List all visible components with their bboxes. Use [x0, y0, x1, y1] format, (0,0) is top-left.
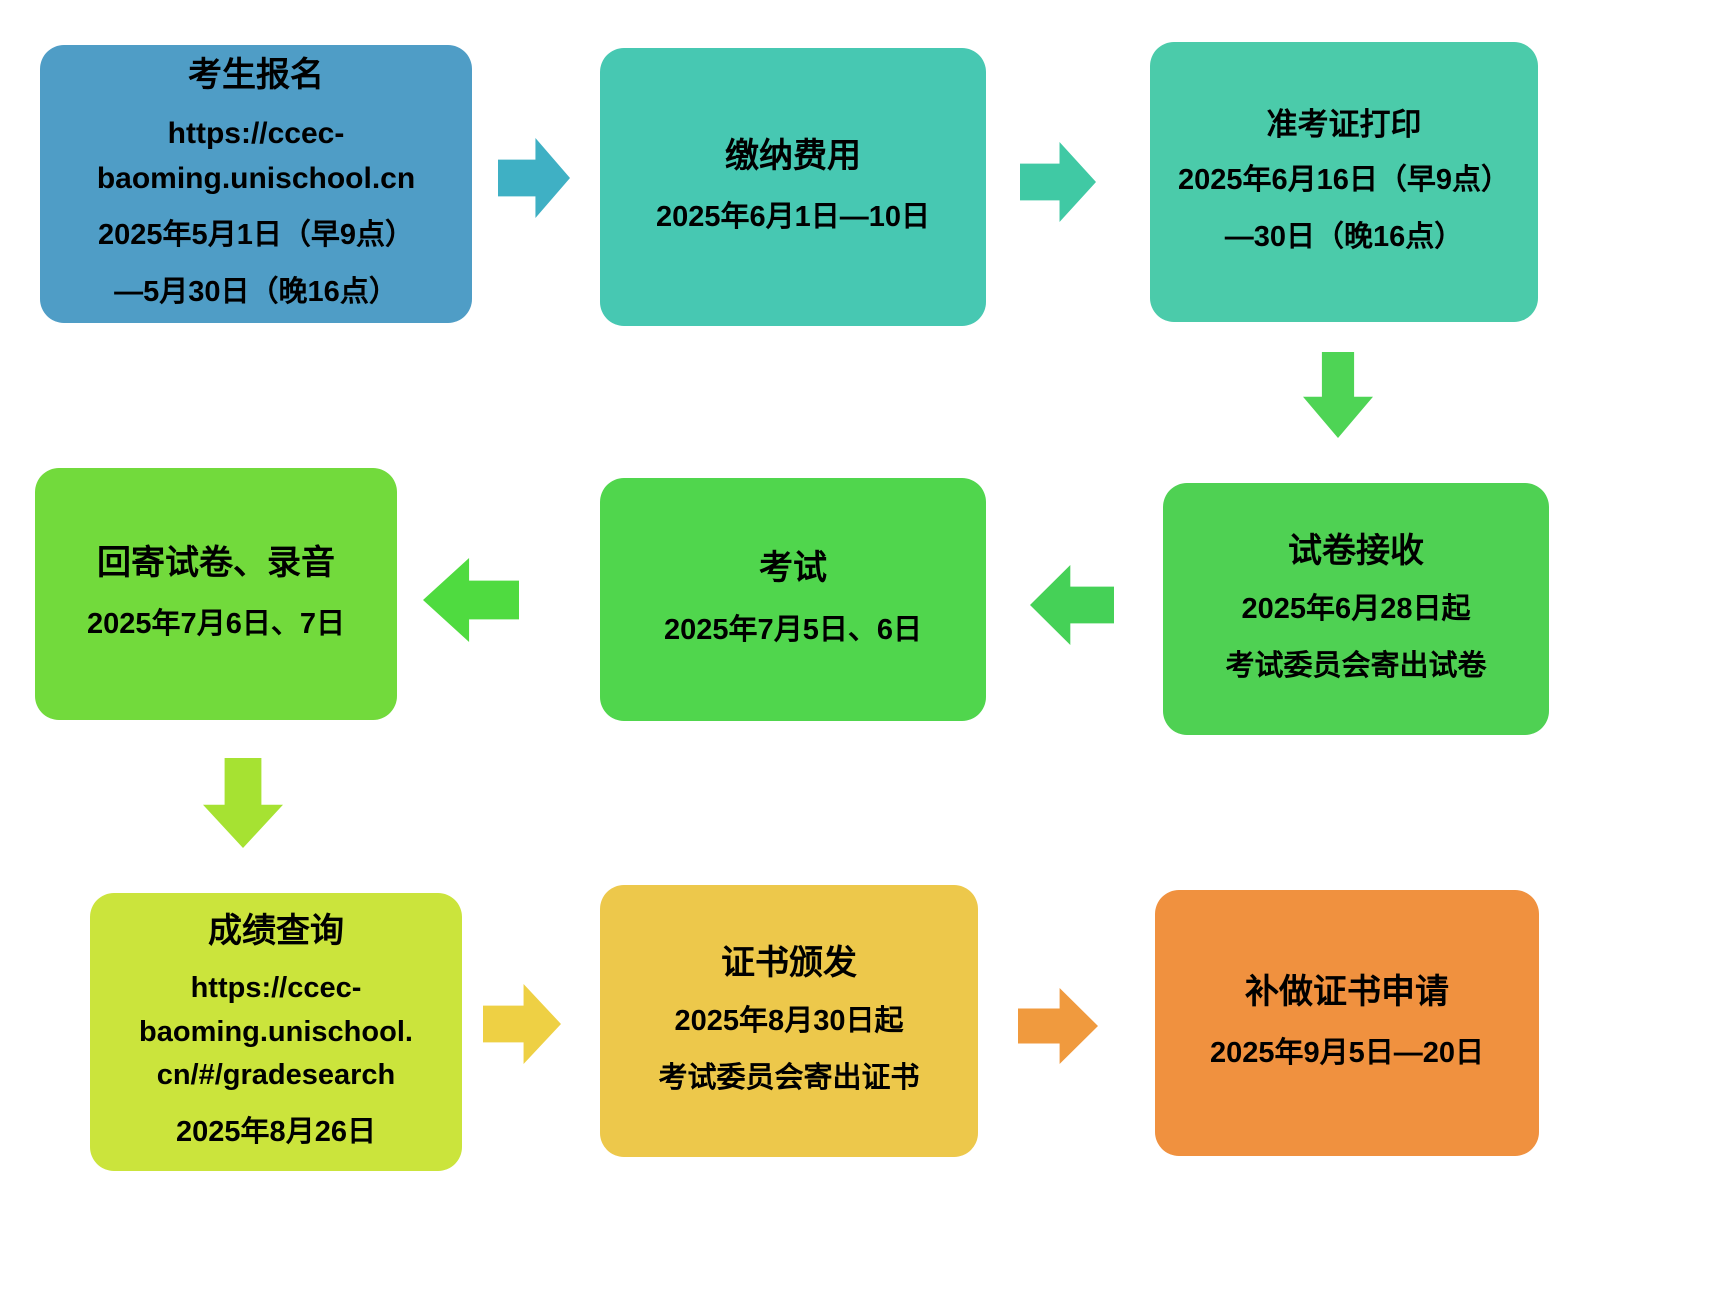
right-arrow-icon — [1018, 988, 1098, 1064]
url-line: baoming.unischool.cn — [96, 162, 416, 196]
date-line: 2025年8月30日起 — [674, 1005, 904, 1037]
down-arrow-icon — [203, 758, 283, 848]
date-line: 2025年7月5日、6日 — [664, 613, 922, 646]
url-line: baoming.unischool. — [139, 1015, 413, 1048]
date-line: —30日（晚16点） — [1224, 220, 1464, 253]
registration-url: https://ccec- baoming.unischool.cn — [97, 111, 415, 201]
box-title: 考试 — [759, 549, 827, 588]
date-line: 2025年5月1日（早9点） — [98, 219, 414, 252]
box-title: 准考证打印 — [1266, 107, 1422, 143]
left-arrow-icon — [1030, 565, 1114, 645]
grade-search-url: https://ccec- baoming.unischool. cn/#/gr… — [139, 967, 413, 1098]
down-arrow-icon — [1303, 352, 1373, 438]
flow-box-registration: 考生报名 https://ccec- baoming.unischool.cn … — [40, 45, 472, 323]
right-arrow-icon — [483, 984, 561, 1064]
date-line: 2025年7月6日、7日 — [87, 608, 345, 641]
flow-box-certificate-reissue-apply: 补做证书申请 2025年9月5日—20日 — [1155, 890, 1539, 1156]
flow-box-admission-ticket-print: 准考证打印 2025年6月16日（早9点） —30日（晚16点） — [1150, 42, 1538, 322]
left-arrow-icon — [423, 558, 519, 642]
flow-box-exam: 考试 2025年7月5日、6日 — [600, 478, 986, 721]
flow-box-grade-search: 成绩查询 https://ccec- baoming.unischool. cn… — [90, 893, 462, 1171]
url-line: https://ccec- — [190, 972, 362, 1005]
date-line: 考试委员会寄出试卷 — [1225, 649, 1487, 682]
flow-box-certificate-issue: 证书颁发 2025年8月30日起 考试委员会寄出证书 — [600, 885, 978, 1157]
box-title: 考生报名 — [188, 56, 324, 95]
box-title: 补做证书申请 — [1245, 972, 1449, 1011]
box-title: 回寄试卷、录音 — [97, 543, 335, 582]
flow-box-return-paper-recording: 回寄试卷、录音 2025年7月6日、7日 — [35, 468, 397, 720]
box-title: 缴纳费用 — [725, 136, 861, 175]
box-title: 证书颁发 — [721, 944, 857, 983]
date-line: —5月30日（晚16点） — [114, 275, 398, 308]
box-title: 试卷接收 — [1288, 532, 1424, 571]
right-arrow-icon — [498, 138, 570, 218]
url-line: https://ccec- — [167, 117, 345, 151]
right-arrow-icon — [1020, 142, 1096, 222]
date-line: 考试委员会寄出证书 — [658, 1061, 920, 1094]
date-line: 2025年8月26日 — [176, 1115, 376, 1148]
date-line: 2025年9月5日—20日 — [1209, 1037, 1485, 1070]
flow-box-payment: 缴纳费用 2025年6月1日—10日 — [600, 48, 986, 326]
url-line: cn/#/gradesearch — [156, 1059, 396, 1092]
box-title: 成绩查询 — [208, 912, 344, 951]
date-line: 2025年6月16日（早9点） — [1177, 163, 1511, 196]
date-line: 2025年6月1日—10日 — [655, 201, 931, 234]
date-line: 2025年6月28日起 — [1241, 593, 1471, 625]
flow-box-paper-receive: 试卷接收 2025年6月28日起 考试委员会寄出试卷 — [1163, 483, 1549, 735]
